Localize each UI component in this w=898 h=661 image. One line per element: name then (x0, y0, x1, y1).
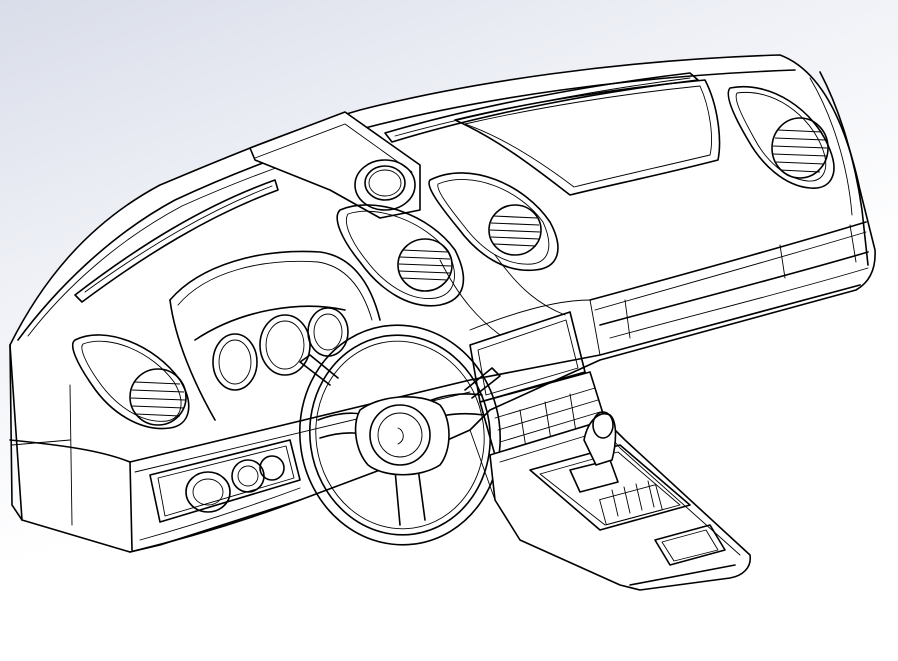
center-stack (469, 311, 606, 456)
air-vent-left (71, 334, 190, 430)
air-vent-center-left (336, 204, 465, 307)
instrument-cluster (169, 250, 381, 421)
dashboard-shell (9, 54, 876, 553)
passenger-glovebox-panel (454, 79, 721, 196)
center-top-pod (249, 111, 421, 219)
left-switch-panel (149, 439, 301, 523)
air-vent-center-right (428, 172, 559, 272)
air-vent-right (727, 85, 835, 189)
lower-trim (129, 429, 496, 553)
steering-wheel (298, 324, 502, 546)
center-console (489, 411, 752, 591)
